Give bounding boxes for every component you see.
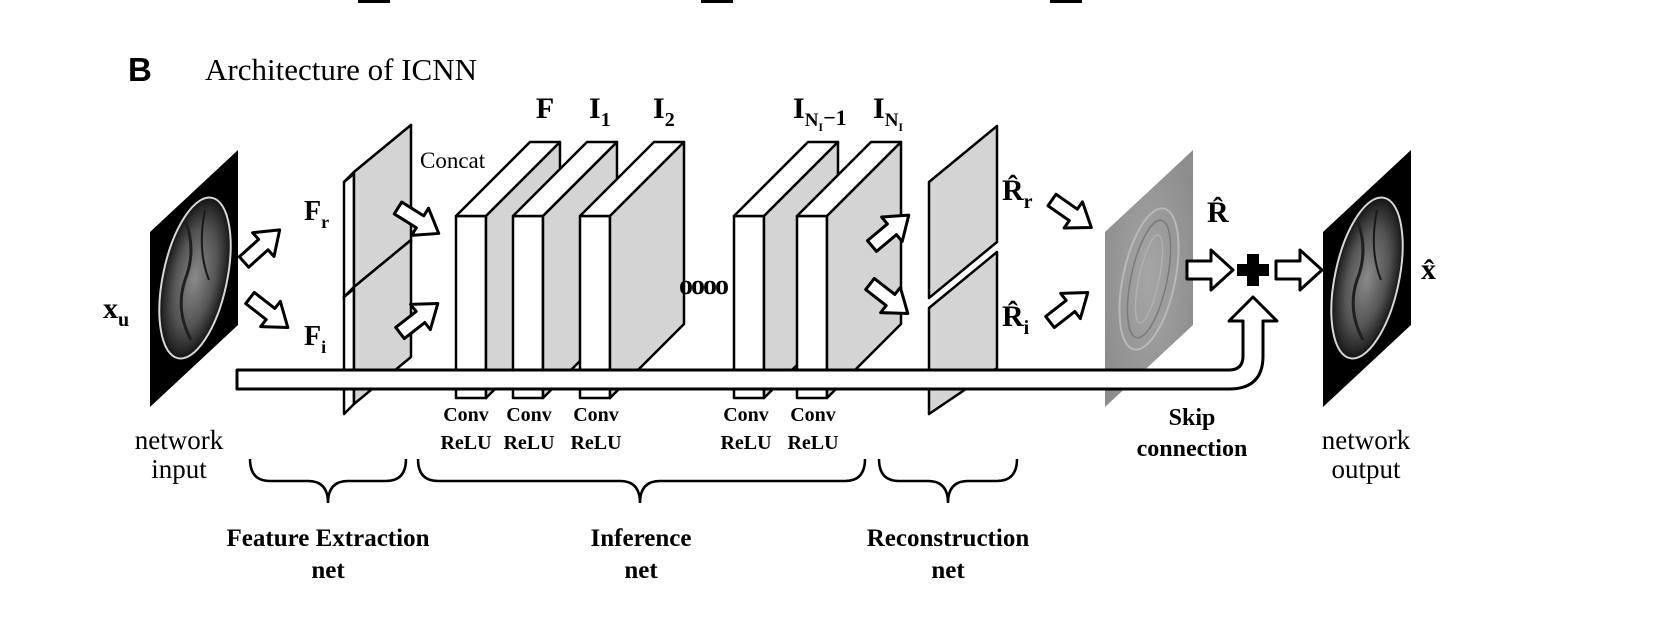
feature-real-label: Fr: [304, 196, 329, 232]
arrow-fr-to-concat: [392, 200, 441, 237]
output-symbol: x̂: [1421, 253, 1436, 286]
arrow-to-recon-imag: [864, 276, 910, 316]
relu-label: ReLU: [570, 432, 621, 454]
arrow-ri-to-residual: [1044, 290, 1090, 330]
brace-feature-extraction: [248, 458, 408, 504]
group-inference-line2: net: [624, 557, 658, 584]
relu-label: ReLU: [440, 432, 491, 454]
feature-imag-label: Fi: [304, 321, 326, 357]
group-reconstruction-line1: Reconstruction: [867, 525, 1030, 552]
input-symbol: xu: [103, 292, 129, 331]
input-caption-line1: network: [135, 425, 224, 455]
arrow-input-to-fi: [244, 290, 290, 330]
group-feature-line1: Feature Extraction: [227, 525, 430, 552]
arrow-to-recon-real: [866, 213, 911, 253]
brace-reconstruction: [877, 458, 1019, 504]
recon-imag-label: R̂i: [1002, 300, 1030, 339]
arrow-input-to-fr: [237, 228, 282, 269]
inference-block-i2: [578, 140, 686, 400]
feature-plane-real: [342, 123, 413, 301]
residual-image: [1105, 150, 1193, 407]
inference-block-in: [795, 140, 903, 400]
group-inference-line1: Inference: [591, 525, 692, 552]
group-feature-line2: net: [311, 557, 345, 584]
recon-real-label: R̂r: [1002, 174, 1033, 213]
plus-icon: [1237, 254, 1269, 286]
concat-label: Concat: [420, 148, 486, 173]
layer-label-i2: I2: [653, 92, 675, 131]
inference-ellipsis: oooo: [679, 270, 728, 301]
layer-label-in: INI: [873, 92, 903, 134]
skip-connection-arrow: [235, 295, 1279, 391]
output-caption-line2: output: [1331, 454, 1401, 484]
conv-label: Conv: [573, 404, 619, 426]
skip-label-line2: connection: [1137, 436, 1248, 462]
output-caption-line1: network: [1322, 425, 1411, 455]
arrow-fi-to-concat: [394, 301, 440, 341]
conv-label: Conv: [443, 404, 489, 426]
arrow-plus-to-output: [1274, 248, 1324, 292]
network-input-image: [150, 150, 238, 407]
top-cropped-remnants: [358, 0, 1082, 3]
layer-label-f: F: [536, 92, 554, 125]
block-labels: Conv ReLU Conv ReLU Conv ReLU Conv ReLU …: [440, 404, 838, 454]
conv-label: Conv: [506, 404, 552, 426]
conv-label: Conv: [790, 404, 836, 426]
relu-label: ReLU: [720, 432, 771, 454]
layer-label-inm1: INI−1: [793, 92, 847, 134]
arrow-residual-to-plus: [1185, 248, 1235, 292]
network-output-image: [1323, 150, 1411, 407]
conv-label: Conv: [723, 404, 769, 426]
input-caption-line2: input: [151, 454, 207, 484]
panel-title: Architecture of ICNN: [205, 52, 477, 87]
skip-label-line1: Skip: [1169, 405, 1216, 431]
arrow-rr-to-residual: [1046, 192, 1093, 230]
relu-label: ReLU: [503, 432, 554, 454]
reconstruction-plane-real: [927, 124, 999, 300]
layer-label-i1: I1: [589, 92, 611, 131]
residual-label: R̂: [1207, 196, 1229, 229]
relu-label: ReLU: [787, 432, 838, 454]
group-reconstruction-line2: net: [931, 557, 965, 584]
brace-inference: [416, 458, 867, 504]
panel-letter: B: [128, 51, 152, 88]
